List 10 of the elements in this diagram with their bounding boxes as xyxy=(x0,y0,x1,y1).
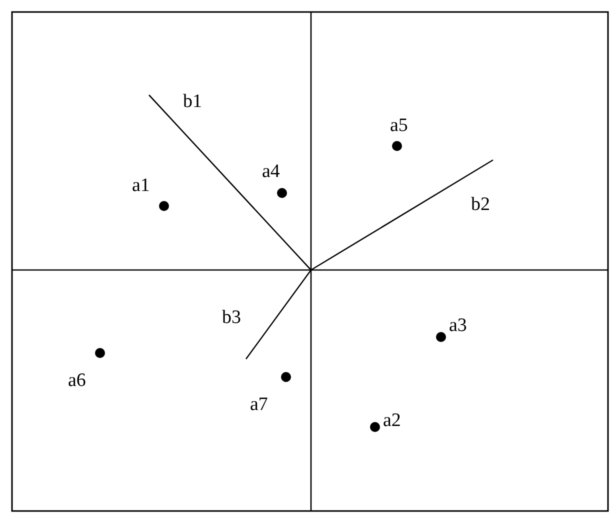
point-label: a3 xyxy=(449,316,467,335)
point-label: a2 xyxy=(383,411,401,430)
line-label: b2 xyxy=(471,195,490,214)
line-label: b3 xyxy=(222,308,241,327)
point-label: a7 xyxy=(250,395,268,414)
point-label: a6 xyxy=(68,371,86,390)
point-label: a4 xyxy=(262,162,280,181)
point-label: a1 xyxy=(132,176,150,195)
line-label: b1 xyxy=(183,92,202,111)
point-label: a5 xyxy=(390,116,408,135)
